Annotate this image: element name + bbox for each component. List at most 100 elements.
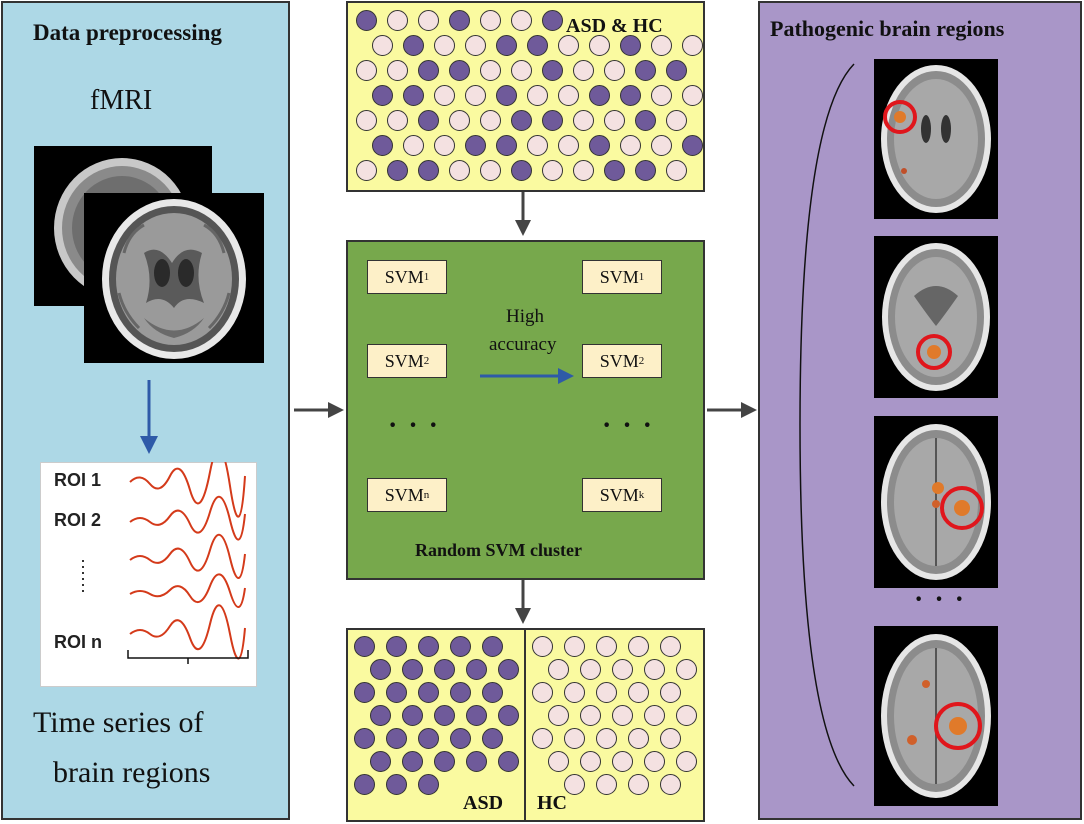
asd-sample-dot <box>482 682 503 703</box>
hc-sample-dot <box>449 160 470 181</box>
hc-sample-dot <box>449 110 470 131</box>
hc-sample-dot <box>526 135 548 156</box>
asd-sample-dot <box>482 636 503 657</box>
asd-sample-dot <box>354 682 375 703</box>
asd-sample-dot <box>542 10 563 31</box>
hc-sample-dot <box>573 110 594 131</box>
input-samples-label: ASD & HC <box>566 15 663 37</box>
hc-sample-dot <box>371 35 393 56</box>
asd-sample-dot <box>371 85 393 106</box>
brain-scan-2 <box>874 236 998 398</box>
hc-sample-dot <box>660 728 681 749</box>
scan-ellipsis: · · · <box>914 584 967 615</box>
bracket <box>799 63 855 787</box>
hc-sample-dot <box>596 774 617 795</box>
hc-sample-dot <box>580 751 601 772</box>
asd-sample-dot <box>434 751 455 772</box>
asd-sample-dot <box>418 60 439 81</box>
asd-sample-dot <box>418 774 439 795</box>
asd-sample-dot <box>511 110 532 131</box>
left-ellipsis: · · · <box>388 410 441 441</box>
hc-sample-dot <box>557 35 579 56</box>
hc-sample-dot <box>532 728 553 749</box>
asd-sample-dot <box>498 659 519 680</box>
roi-n-label: ROI n <box>54 632 102 652</box>
asd-sample-dot <box>434 705 455 726</box>
right-ellipsis: · · · <box>602 410 655 441</box>
hc-sample-dot <box>480 110 501 131</box>
hc-sample-dot <box>628 682 649 703</box>
asd-sample-dot <box>418 682 439 703</box>
fmri-label: fMRI <box>90 85 153 116</box>
asd-sample-dot <box>498 705 519 726</box>
hc-sample-dot <box>612 751 633 772</box>
asd-sample-dot <box>450 682 471 703</box>
asd-sample-dot <box>386 728 407 749</box>
hc-sample-dot <box>387 60 408 81</box>
hc-sample-dot <box>650 85 672 106</box>
asd-label: ASD <box>463 792 504 814</box>
preprocess-arrow <box>140 380 158 454</box>
high-label: High <box>506 306 544 327</box>
hc-sample-dot <box>548 705 569 726</box>
asd-sample-dot <box>418 728 439 749</box>
hc-label: HC <box>537 792 567 814</box>
asd-sample-dot <box>619 85 641 106</box>
arrow-input-to-cluster <box>515 192 531 236</box>
hc-sample-dot <box>480 60 501 81</box>
hc-sample-dot <box>644 705 665 726</box>
asd-sample-dot <box>498 751 519 772</box>
roi-2-label: ROI 2 <box>54 510 102 530</box>
hc-sample-dot <box>511 60 532 81</box>
hc-sample-dot <box>660 774 681 795</box>
asd-sample-dot <box>354 728 375 749</box>
hc-sample-dot <box>644 751 665 772</box>
asd-sample-dot <box>386 636 407 657</box>
hc-sample-dot <box>676 659 697 680</box>
random-svm-cluster-box <box>346 240 705 580</box>
hc-sample-dot <box>650 135 672 156</box>
data-preprocessing-title: Data preprocessing <box>33 20 222 45</box>
asd-sample-dot <box>386 682 407 703</box>
roi-1-label: ROI 1 <box>54 470 102 490</box>
hc-sample-dot <box>676 751 697 772</box>
hc-sample-dot <box>604 110 625 131</box>
hc-sample-dot <box>604 60 625 81</box>
asd-sample-dot <box>354 774 375 795</box>
caption-line-2: brain regions <box>53 756 211 789</box>
asd-sample-dot <box>449 60 470 81</box>
brain-scan-1 <box>874 59 998 219</box>
hc-sample-dot <box>433 85 455 106</box>
hc-sample-dot <box>564 636 585 657</box>
hc-sample-dot <box>666 110 687 131</box>
hc-sample-dot <box>464 35 486 56</box>
pathogenic-regions-title: Pathogenic brain regions <box>770 16 1005 41</box>
hc-sample-dot <box>644 659 665 680</box>
hc-sample-dot <box>573 60 594 81</box>
asd-sample-dot <box>402 705 423 726</box>
hc-sample-dot <box>628 728 649 749</box>
hc-sample-dot <box>548 659 569 680</box>
hc-sample-dot <box>511 10 532 31</box>
asd-sample-dot <box>542 110 563 131</box>
hc-sample-dot <box>480 160 501 181</box>
fmri-image-front <box>84 193 264 363</box>
asd-sample-dot <box>434 659 455 680</box>
caption-line-1: Time series of <box>33 706 204 739</box>
hc-sample-dot <box>464 85 486 106</box>
hc-sample-dot <box>612 705 633 726</box>
asd-sample-dot <box>635 110 656 131</box>
asd-sample-dot <box>370 705 391 726</box>
asd-sample-dot <box>466 705 487 726</box>
hc-sample-dot <box>402 135 424 156</box>
asd-sample-dot <box>402 85 424 106</box>
hc-sample-dot <box>588 35 610 56</box>
asd-sample-dot <box>354 636 375 657</box>
asd-sample-dot <box>495 35 517 56</box>
asd-sample-dot <box>495 85 517 106</box>
asd-sample-dot <box>482 728 503 749</box>
